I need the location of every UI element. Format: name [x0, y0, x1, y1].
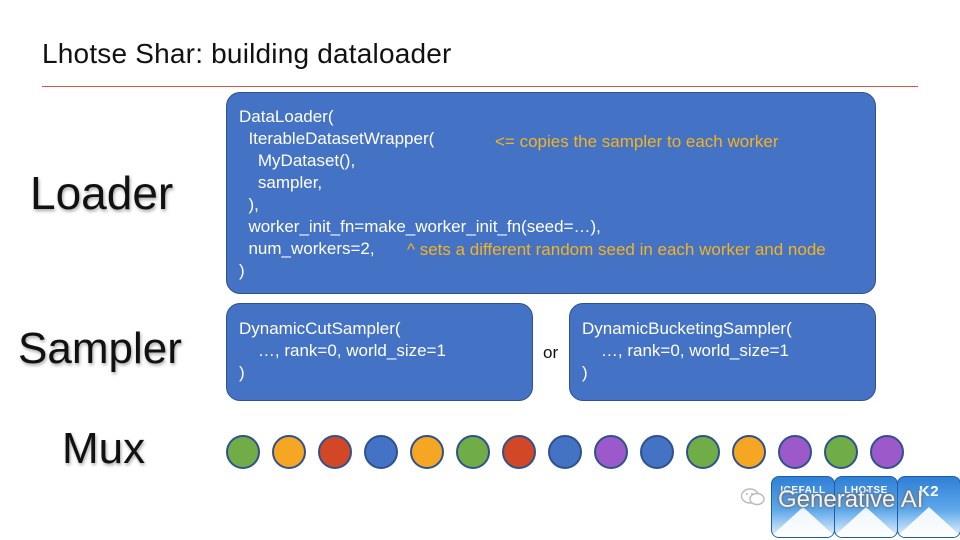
- mux-item-red: [318, 435, 352, 469]
- code-line: DataLoader(: [239, 107, 334, 126]
- mux-item-orange: [410, 435, 444, 469]
- or-separator: or: [543, 343, 559, 362]
- copies-sampler-annotation: <= copies the sampler to each worker: [495, 132, 779, 151]
- title-divider: [42, 86, 918, 87]
- code-line: DynamicBucketingSampler(: [582, 319, 792, 338]
- sampler-row-label: Sampler: [18, 324, 182, 373]
- code-line: num_workers=2,: [239, 239, 375, 258]
- code-line: worker_init_fn=make_worker_init_fn(seed=…: [239, 217, 601, 236]
- mux-item-orange: [272, 435, 306, 469]
- code-line: DynamicCutSampler(: [239, 319, 401, 338]
- mux-item-orange: [732, 435, 766, 469]
- icefall-logo: ICEFALL: [771, 476, 835, 538]
- watermark-text: Generative AI: [778, 486, 924, 513]
- wechat-icon: [740, 488, 765, 506]
- mux-item-green: [686, 435, 720, 469]
- mux-item-blue: [364, 435, 398, 469]
- dynamic-bucketing-sampler-box: DynamicBucketingSampler( …, rank=0, worl…: [569, 303, 876, 401]
- dynamic-cut-sampler-box: DynamicCutSampler( …, rank=0, world_size…: [226, 303, 533, 401]
- mux-item-purple: [594, 435, 628, 469]
- slide-title: Lhotse Shar: building dataloader: [42, 38, 452, 69]
- code-line: sampler,: [239, 173, 323, 192]
- dataloader-code-box: DataLoader( IterableDatasetWrapper( MyDa…: [226, 92, 876, 294]
- mux-item-red: [502, 435, 536, 469]
- mux-item-blue: [640, 435, 674, 469]
- mux-row-label: Mux: [62, 424, 146, 473]
- code-line: MyDataset(),: [239, 151, 356, 170]
- code-line: …, rank=0, world_size=1: [239, 341, 446, 360]
- lhotse-logo: LHOTSE: [834, 476, 898, 538]
- code-line: IterableDatasetWrapper(: [239, 129, 435, 148]
- code-line: ): [239, 363, 245, 382]
- code-line: ): [582, 363, 588, 382]
- k2-logo: K2: [897, 476, 960, 538]
- mux-item-green: [824, 435, 858, 469]
- code-line: ): [239, 261, 245, 280]
- random-seed-annotation: ^ sets a different random seed in each w…: [407, 240, 826, 259]
- mux-item-purple: [870, 435, 904, 469]
- code-line: …, rank=0, world_size=1: [582, 341, 789, 360]
- code-line: ),: [239, 195, 259, 214]
- mux-item-green: [226, 435, 260, 469]
- mux-item-purple: [778, 435, 812, 469]
- mux-item-blue: [548, 435, 582, 469]
- mux-item-green: [456, 435, 490, 469]
- loader-row-label: Loader: [30, 167, 174, 219]
